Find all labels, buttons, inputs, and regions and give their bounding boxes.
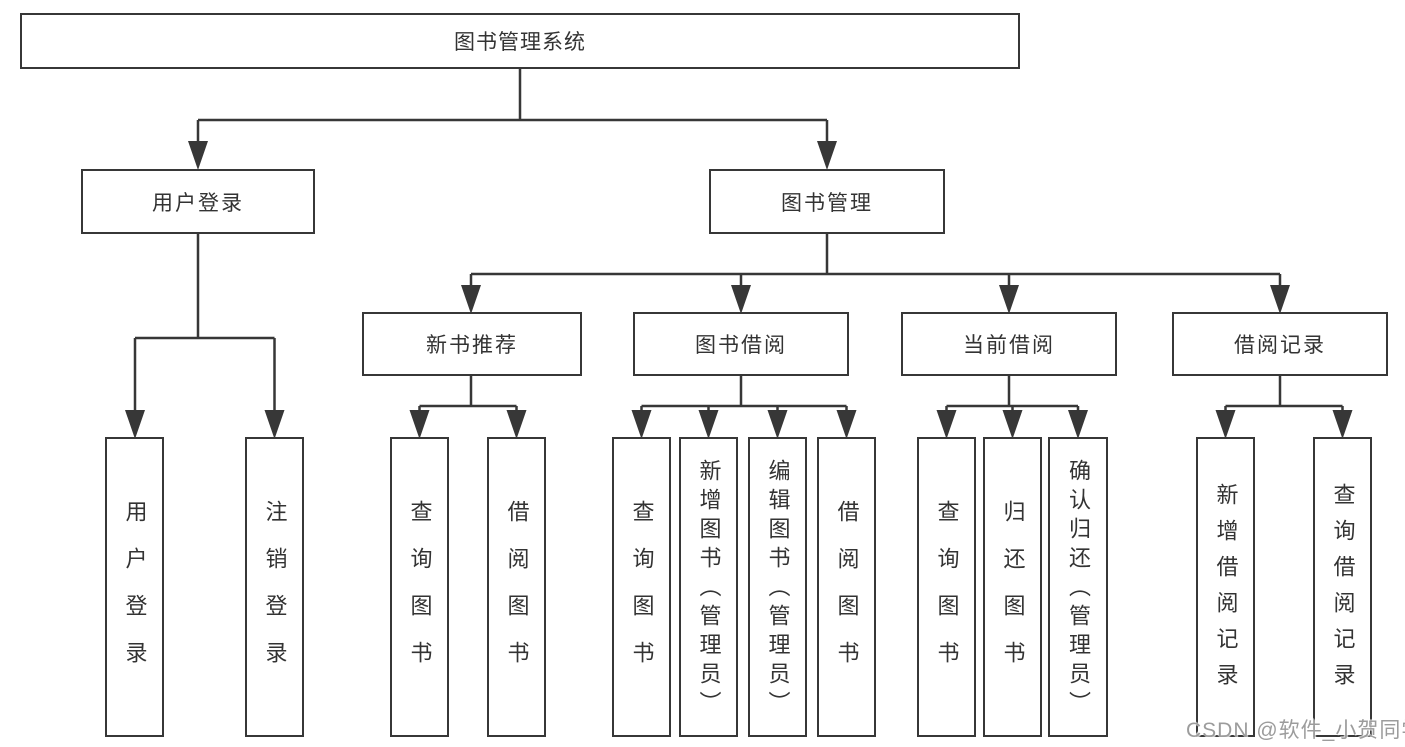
leaf-label: 查询图书	[407, 499, 433, 688]
leaf-query-borrow-record: 查询借阅记录	[1313, 437, 1372, 737]
leaf-borrow-books-recommend: 借阅图书	[487, 437, 546, 737]
leaf-label: 用户登录	[122, 499, 148, 688]
leaf-label: 查询图书	[934, 499, 960, 688]
node-label: 图书管理	[781, 191, 873, 215]
tree-edges	[133, 68, 1344, 431]
node-label: 图书借阅	[695, 334, 787, 357]
leaf-query-books-current: 查询图书	[917, 437, 976, 737]
node-new-book-recommendation: 新书推荐	[362, 312, 582, 376]
leaf-user-login: 用户登录	[105, 437, 164, 737]
leaf-label: 编辑图书（管理员）	[765, 458, 791, 720]
leaf-label: 新增图书（管理员）	[696, 458, 722, 720]
leaf-label: 查询借阅记录	[1330, 482, 1356, 699]
node-current-borrowing: 当前借阅	[901, 312, 1117, 376]
node-label: 图书管理系统	[454, 31, 586, 54]
leaf-query-books-borrow: 查询图书	[612, 437, 671, 737]
node-label: 用户登录	[152, 191, 244, 215]
node-book-management: 图书管理	[709, 169, 945, 234]
node-label: 新书推荐	[426, 334, 518, 357]
leaf-logout: 注销登录	[245, 437, 304, 737]
leaf-return-books: 归还图书	[983, 437, 1042, 737]
node-label: 借阅记录	[1234, 334, 1326, 357]
csdn-watermark: CSDN @软件_小贺同学	[1186, 719, 1405, 742]
node-user-login-group: 用户登录	[81, 169, 315, 234]
node-label: 当前借阅	[963, 334, 1055, 357]
leaf-borrow-books: 借阅图书	[817, 437, 876, 737]
leaf-query-books-recommend: 查询图书	[390, 437, 449, 737]
leaf-label: 新增借阅记录	[1213, 482, 1239, 699]
leaf-confirm-return-admin: 确认归还（管理员）	[1048, 437, 1108, 737]
leaf-label: 确认归还（管理员）	[1066, 458, 1091, 720]
leaf-label: 归还图书	[1000, 499, 1026, 688]
leaf-add-books-admin: 新增图书（管理员）	[679, 437, 738, 737]
arrowheads	[125, 141, 1353, 439]
leaf-label: 借阅图书	[834, 499, 860, 688]
leaf-label: 注销登录	[262, 499, 288, 688]
leaf-label: 查询图书	[629, 499, 655, 688]
node-book-borrowing: 图书借阅	[633, 312, 849, 376]
node-borrowing-records: 借阅记录	[1172, 312, 1388, 376]
node-library-management-system: 图书管理系统	[20, 13, 1020, 69]
leaf-label: 借阅图书	[504, 499, 530, 688]
leaf-add-borrow-record: 新增借阅记录	[1196, 437, 1255, 737]
leaf-edit-books-admin: 编辑图书（管理员）	[748, 437, 807, 737]
